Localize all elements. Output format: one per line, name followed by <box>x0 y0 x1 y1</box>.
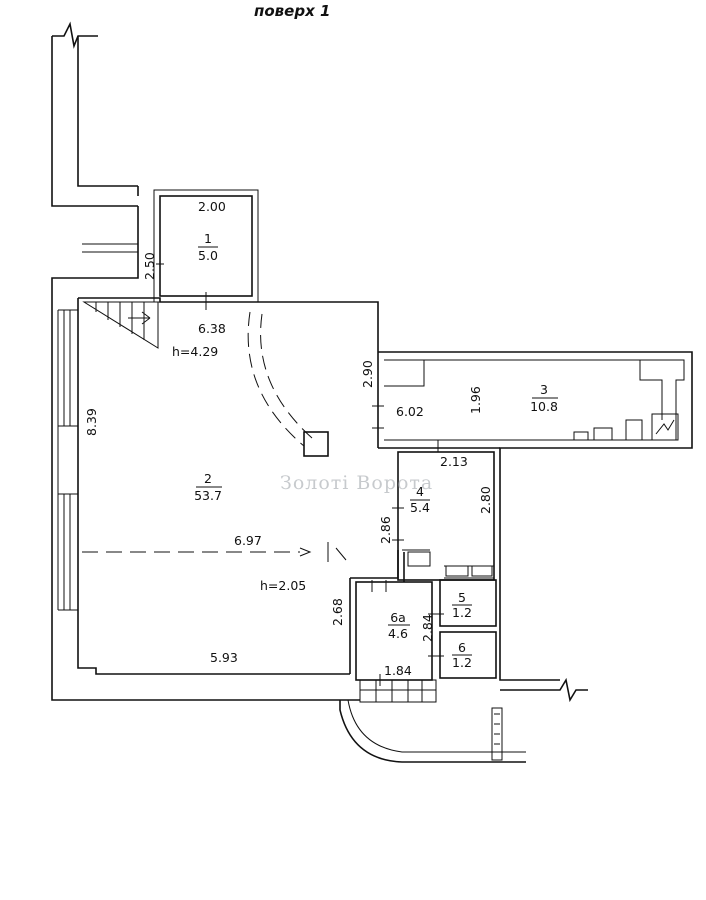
dim-2-86: 2.86 <box>378 516 393 544</box>
entrance <box>339 677 588 763</box>
room-6a-area: 4.6 <box>388 626 408 641</box>
room-6-number: 6 <box>458 640 466 655</box>
room-2-area: 53.7 <box>194 488 222 503</box>
room-3-number: 3 <box>540 382 548 397</box>
dim-2-84: 2.84 <box>420 614 435 642</box>
dim-2-80: 2.80 <box>478 486 493 514</box>
dim-2-13: 2.13 <box>440 454 468 469</box>
dimension-ticks <box>156 263 444 686</box>
dim-2-68: 2.68 <box>330 598 345 626</box>
room-5 <box>439 579 497 627</box>
room-3 <box>378 351 693 681</box>
room-2-number: 2 <box>204 471 212 486</box>
dim-8-39: 8.39 <box>84 408 99 436</box>
room-1-number: 1 <box>204 231 212 246</box>
corridor-walls <box>51 21 360 701</box>
dim-1-96: 1.96 <box>468 386 483 414</box>
room-5-area: 1.2 <box>452 605 472 620</box>
room-6-area: 1.2 <box>452 655 472 670</box>
dim-6-02: 6.02 <box>396 404 424 419</box>
room-3-area: 10.8 <box>530 399 558 414</box>
room-5-number: 5 <box>458 590 466 605</box>
dim-6-38: 6.38 <box>198 321 226 336</box>
page-title: поверх 1 <box>254 2 331 20</box>
dim-2-00: 2.00 <box>198 199 226 214</box>
dim-1-84: 1.84 <box>384 663 412 678</box>
dim-2-90: 2.90 <box>360 360 375 388</box>
room-6a-number: 6а <box>390 610 406 625</box>
watermark: Золоті Ворота <box>280 472 434 494</box>
dim-6-97: 6.97 <box>234 533 262 548</box>
room-4-area: 5.4 <box>410 500 430 515</box>
room-4-number: 4 <box>416 484 424 499</box>
dim-2-50: 2.50 <box>142 252 157 280</box>
room-1-area: 5.0 <box>198 248 218 263</box>
height-2-05: h=2.05 <box>260 578 306 593</box>
dim-5-93: 5.93 <box>210 650 238 665</box>
room-6 <box>439 631 497 679</box>
height-4-29: h=4.29 <box>172 344 218 359</box>
